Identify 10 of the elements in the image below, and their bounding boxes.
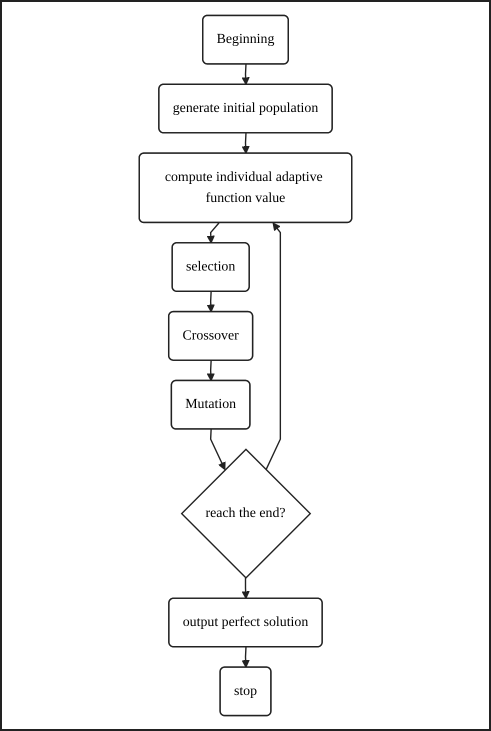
arrow <box>242 578 250 600</box>
arrow <box>206 292 215 312</box>
arrow <box>210 429 226 470</box>
arrow <box>206 222 220 244</box>
node-diamond: reach the end? <box>180 448 312 579</box>
arrow <box>242 64 250 86</box>
arrow <box>206 360 215 382</box>
arrow <box>265 222 282 470</box>
arrow <box>242 133 250 154</box>
arrow <box>242 647 250 668</box>
